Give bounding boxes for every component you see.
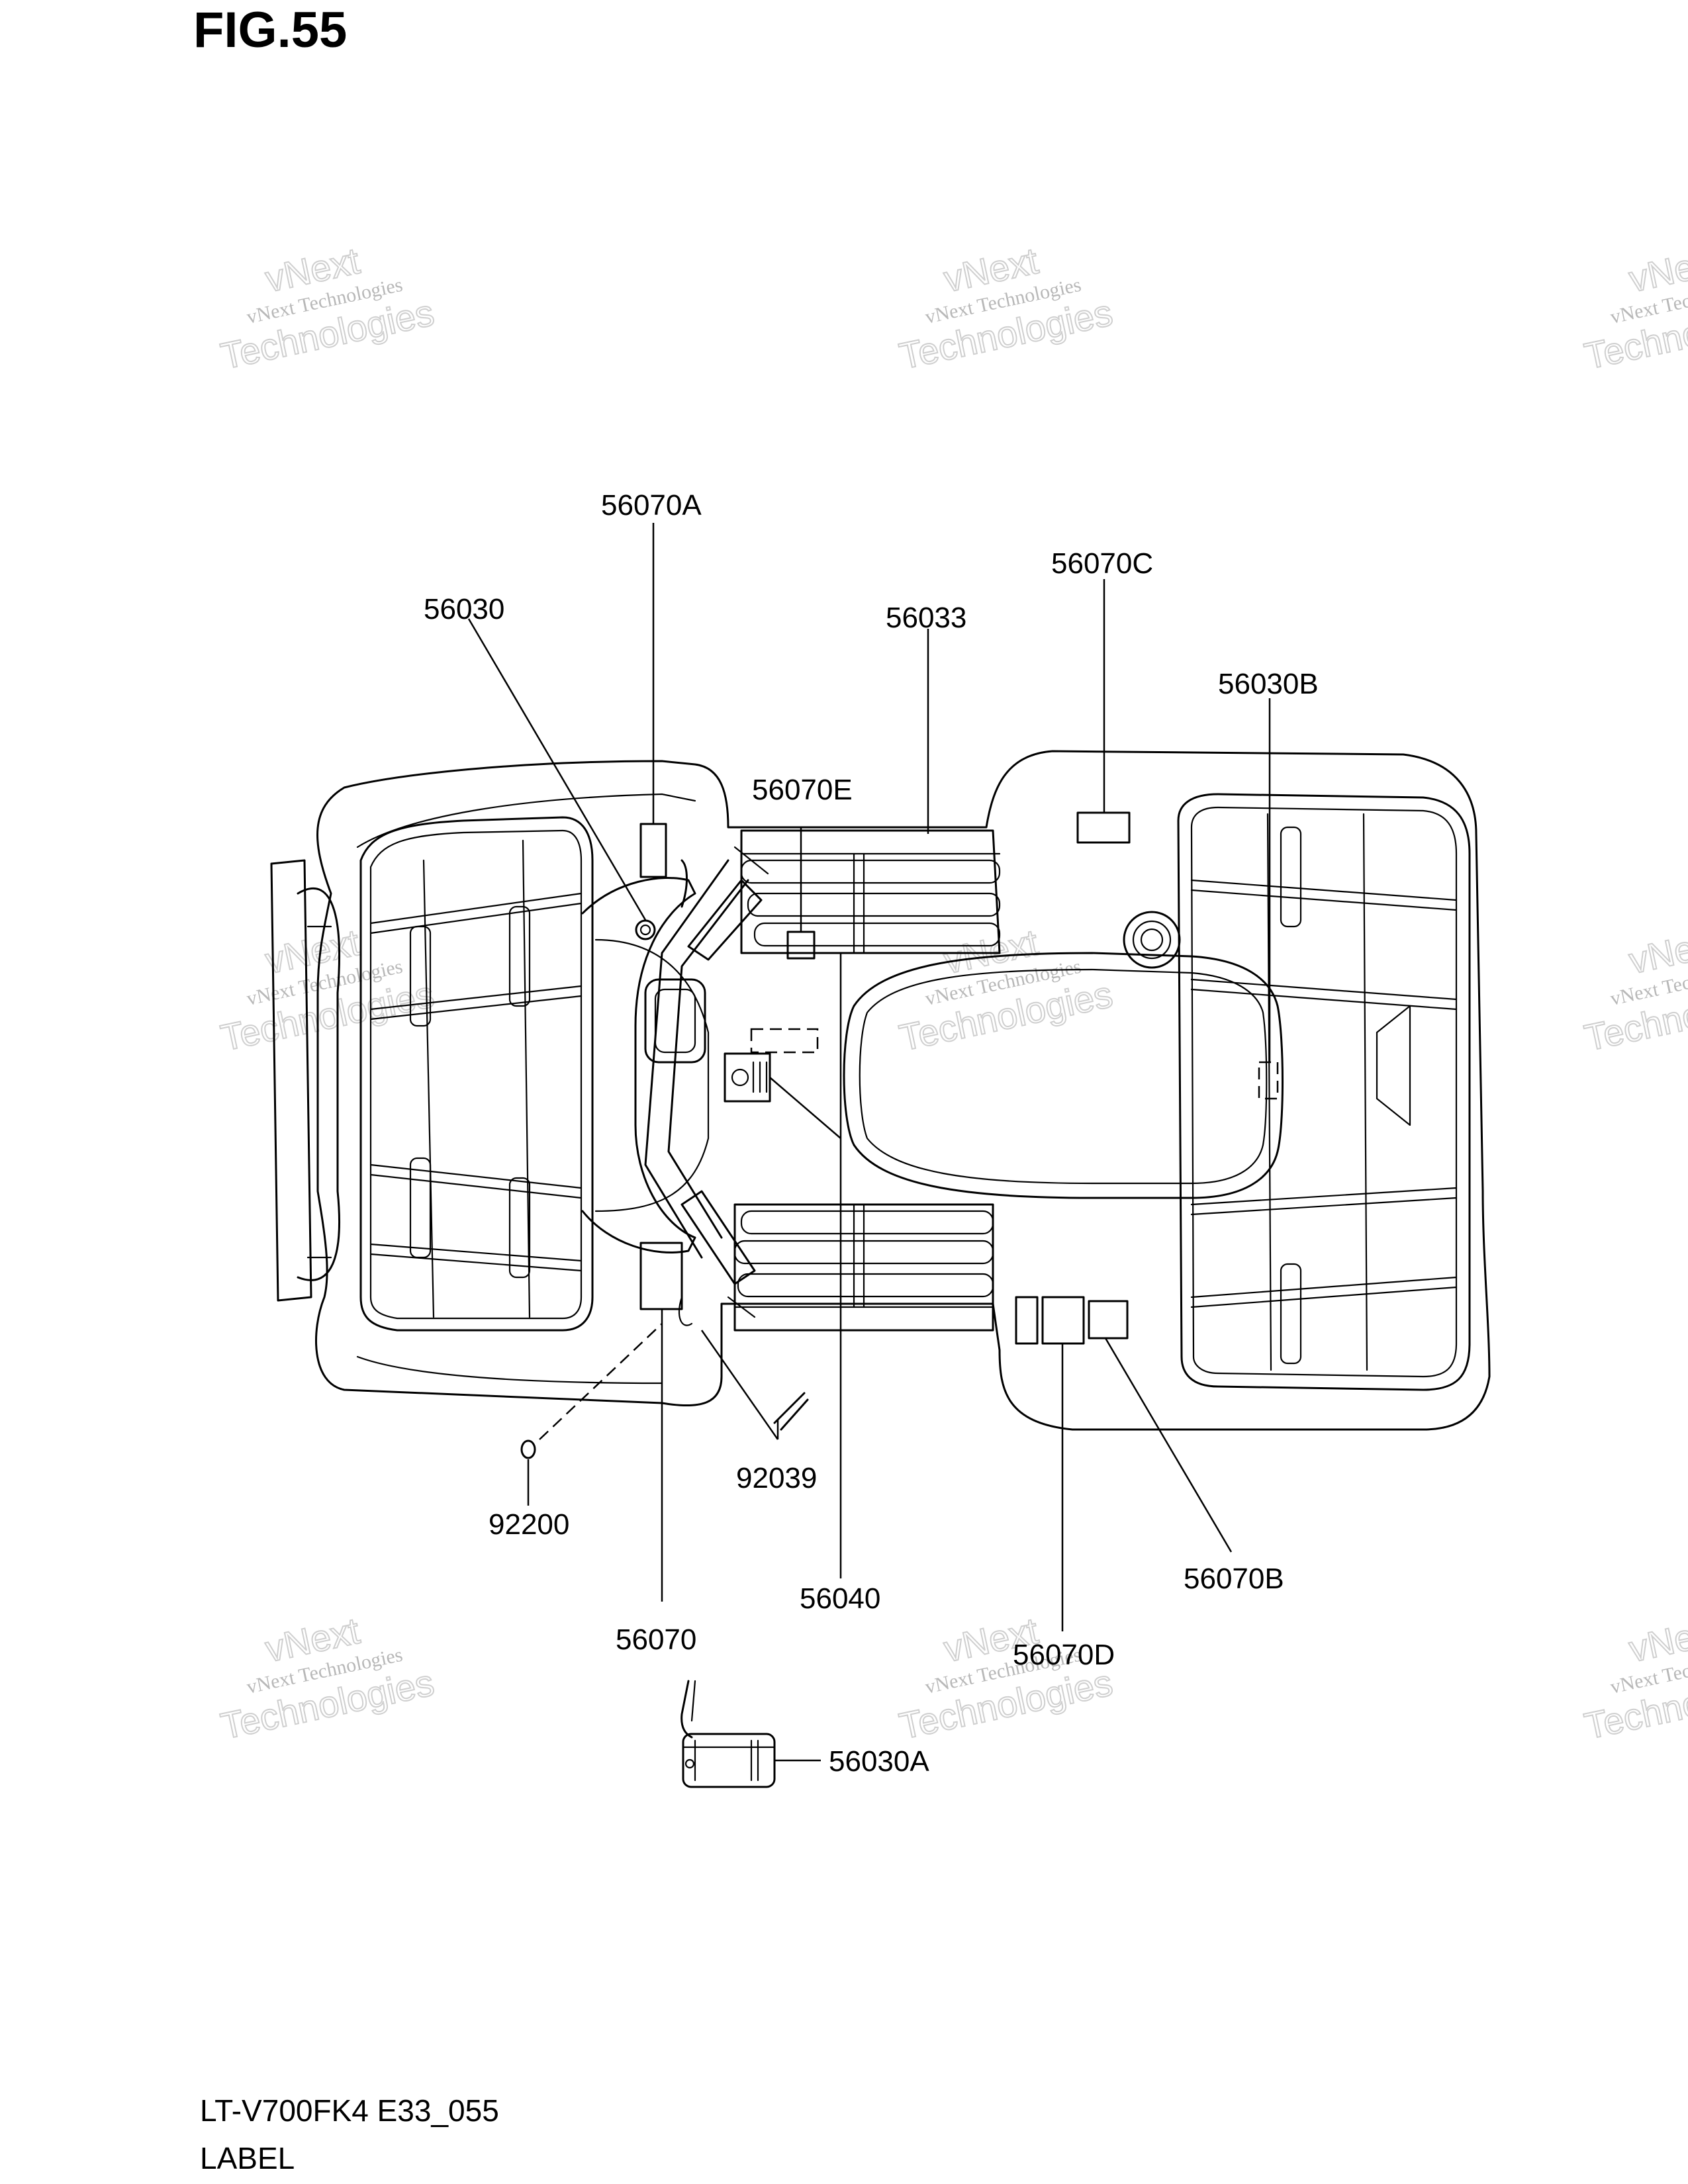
label-56070D-left-on-body (1015, 1296, 1039, 1345)
watermark-bottom-left: Technologies vNext Technologies vNext (216, 1609, 438, 1748)
front-rack (359, 816, 594, 1332)
part-92200-nut (520, 1439, 536, 1459)
handlebar-right-grip (680, 1190, 756, 1285)
footer-model-code: LT-V700FK4 E33_055 (200, 2093, 499, 2128)
callout-92200: 92200 (489, 1508, 569, 1541)
footboard-top (740, 829, 1001, 954)
front-bumper (270, 859, 312, 1302)
front-fender (581, 877, 696, 1253)
svg-text:vNext: vNext (1625, 921, 1688, 981)
callout-56070C: 56070C (1051, 547, 1153, 580)
watermark-mid-left: Technologies vNext Technologies vNext (216, 921, 438, 1060)
seat (843, 952, 1284, 1199)
brake-lever (680, 859, 688, 908)
callout-92039: 92039 (736, 1462, 817, 1494)
watermark-top-left: Technologies vNext Technologies vNext (216, 239, 438, 378)
callout-56033: 56033 (886, 602, 966, 634)
part-56030A (680, 1680, 776, 1788)
callout-56070A: 56070A (601, 489, 702, 522)
body-outline (315, 750, 1491, 1431)
callout-56030: 56030 (424, 593, 504, 625)
svg-text:vNext: vNext (1625, 1610, 1688, 1670)
leader-lines (467, 523, 1271, 1762)
label-56070B-on-body (1088, 1300, 1129, 1340)
callout-56040: 56040 (800, 1582, 880, 1615)
label-56070C-on-body (1076, 811, 1131, 844)
callout-56030A: 56030A (829, 1745, 929, 1778)
callout-56070: 56070 (616, 1623, 696, 1656)
callout-labels: 56070A 56030 56033 56070C 56030B 56070E … (424, 489, 1319, 1778)
callout-56070D: 56070D (1013, 1639, 1115, 1671)
seat-inner (859, 968, 1268, 1185)
callout-56030B: 56030B (1218, 668, 1319, 700)
part-56030-grommet (635, 919, 656, 940)
watermark-mid-right: Technologies vNext Technologies vNext (1580, 921, 1688, 1060)
label-56070D-on-body (1041, 1296, 1085, 1345)
figure-title: FIG.55 (193, 2, 348, 58)
label-56070A-on-body (639, 823, 667, 878)
svg-text:vNext: vNext (1625, 240, 1688, 300)
fuel-cap (1123, 911, 1181, 969)
callout-56070B: 56070B (1184, 1563, 1284, 1595)
footboard-bottom (733, 1203, 994, 1332)
footer-section-name: LABEL (200, 2141, 295, 2175)
handlebar-left-grip (687, 879, 763, 961)
watermark-top-center: Technologies vNext Technologies vNext (895, 239, 1117, 378)
front-light-housing (297, 887, 340, 1281)
watermark-bottom-right: Technologies vNext Technologies vNext (1580, 1609, 1688, 1748)
callout-56070E: 56070E (752, 774, 853, 806)
rear-rack (1177, 793, 1471, 1391)
label-hidden-under-fender (750, 1028, 819, 1054)
atv-body (270, 750, 1491, 1459)
part-92039-clip (773, 1392, 809, 1431)
label-56030B-on-body (1258, 1061, 1279, 1100)
watermark-bottom-center: Technologies vNext Technologies vNext (895, 1609, 1117, 1748)
handlebar (644, 859, 749, 1259)
watermark-top-right: Technologies vNext Technologies vNext (1580, 239, 1688, 378)
